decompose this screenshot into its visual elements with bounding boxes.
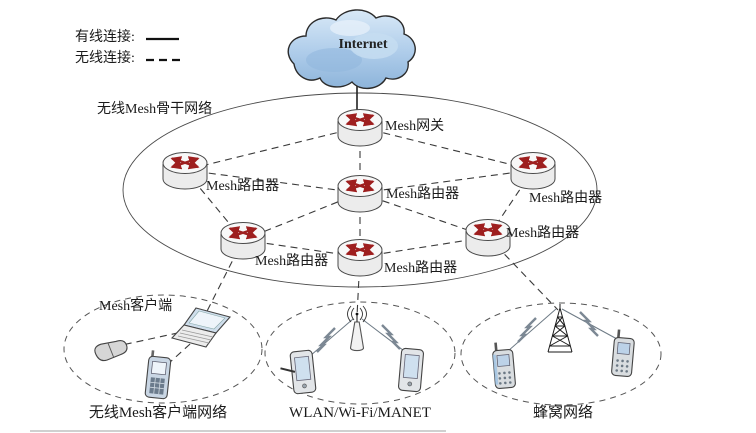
- link-flipphone-laptop: [112, 328, 197, 348]
- laptop-icon: [170, 307, 231, 348]
- link-laptop-mobilephone: [158, 335, 200, 373]
- backbone-ellipse: [122, 92, 598, 288]
- handheld-pda-icon-right: [397, 347, 425, 393]
- mesh-router-label-top-right: Mesh路由器: [529, 191, 603, 206]
- mesh-client-network-ellipse: [63, 294, 263, 404]
- link-center-bottomleft: [242, 192, 361, 241]
- link-gateway-topright: [359, 126, 534, 171]
- link-bottomcenter-rightlower: [359, 236, 489, 258]
- legend-wired-label: 有线连接:: [75, 30, 135, 45]
- link-gateway-topleft: [184, 126, 361, 171]
- lightning-bolt-icon: [578, 310, 600, 338]
- wlan-network-ellipse: [264, 301, 456, 405]
- mesh-gateway-icon: [338, 110, 382, 147]
- handheld-pda-icon-left: [280, 349, 317, 395]
- mesh-router-icon-top-right: [511, 153, 555, 190]
- mesh-client-label: Mesh客户端: [99, 299, 173, 314]
- mesh-router-icon-top-left: [163, 153, 207, 190]
- cellular-network-ellipse: [460, 302, 662, 406]
- internet-label: Internet: [338, 37, 388, 52]
- internet-cloud-icon: [287, 9, 416, 89]
- cell-phone-icon-right: [610, 328, 636, 378]
- link-bottomcenter-accesspoint: [356, 256, 361, 317]
- mesh-router-label-center: Mesh路由器: [386, 187, 460, 202]
- access-point-icon: [347, 305, 367, 352]
- mesh-router-label-right-lower: Mesh路由器: [506, 226, 580, 241]
- lightning-bolt-icon: [516, 316, 538, 344]
- wlan-network-name: WLAN/Wi-Fi/MANET: [289, 405, 431, 421]
- cell-phone-icon-left: [491, 340, 517, 390]
- cellular-network-name: 蜂窝网络: [532, 405, 594, 421]
- lightning-bolt-icon: [380, 323, 402, 351]
- mesh-router-icon-bottom-center: [338, 240, 382, 277]
- backbone-network-label: 无线Mesh骨干网络: [97, 102, 213, 117]
- link-topleft-center: [184, 169, 361, 194]
- mobile-phone-icon: [144, 350, 172, 400]
- lightning-bolt-icon: [315, 326, 337, 354]
- mesh-gateway-label: Mesh网关: [385, 119, 445, 134]
- link-center-topright: [359, 169, 534, 194]
- mesh-router-label-bottom-left: Mesh路由器: [255, 254, 329, 269]
- mesh-router-label-bottom-center: Mesh路由器: [384, 261, 458, 276]
- mesh-router-icon-right-lower: [466, 220, 510, 257]
- radio-link-tower-left: [507, 308, 557, 352]
- mesh-client-network-name: 无线Mesh客户端网络: [88, 405, 228, 421]
- mesh-router-label-top-left: Mesh路由器: [206, 179, 280, 194]
- legend-wireless-label: 无线连接:: [75, 51, 135, 66]
- cell-tower-icon: [547, 304, 573, 353]
- radio-links: [302, 308, 618, 363]
- flip-phone-icon: [94, 340, 128, 362]
- mesh-router-icon-center: [338, 176, 382, 213]
